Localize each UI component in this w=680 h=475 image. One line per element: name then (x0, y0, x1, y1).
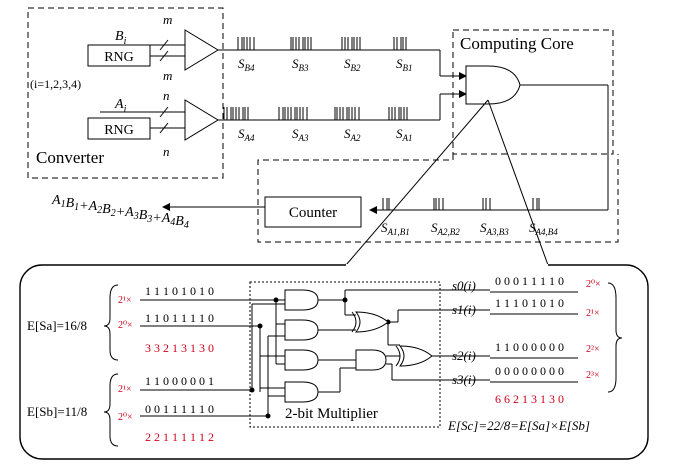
comparator-a (184, 99, 219, 141)
esb-label: E[Sb]=11/8 (27, 404, 87, 419)
xor-gate-1 (354, 311, 389, 333)
sa3-label: SA3 (292, 126, 309, 143)
sb-pulse-train (237, 37, 407, 50)
rng-label-b: RNG (104, 50, 134, 65)
sb2-label: SB2 (344, 56, 361, 73)
and-gate-3 (284, 349, 319, 371)
sb1-label: SB1 (396, 56, 413, 73)
counter-label: Counter (289, 205, 337, 221)
zoom-line-left (345, 99, 489, 266)
s2-bits: 1 1 0 0 0 0 0 0 (495, 340, 564, 354)
computing-core-label: Computing Core (460, 34, 574, 53)
s3-weight: 2³× (586, 370, 600, 381)
s0-bits: 0 0 0 1 1 1 1 0 (495, 274, 564, 288)
xor-gate-2 (398, 345, 433, 367)
output-expression: A1B1+A2B2+A3B3+A4B4 (51, 193, 189, 231)
sab4-label: SA4,B4 (529, 220, 558, 237)
rng-b-slash (159, 50, 169, 62)
sa1-label: SA1 (396, 126, 413, 143)
b-high-bits: 1 1 0 0 0 0 0 1 (145, 374, 214, 388)
brace-a (103, 284, 119, 361)
counter-frame (257, 154, 619, 243)
s3-label: s3(i) (452, 372, 476, 387)
a-bus-width-top: n (163, 88, 170, 103)
xor-gate-1-back (351, 311, 357, 333)
a-bus-slash (159, 106, 169, 118)
sa2-label: SA2 (344, 126, 361, 143)
converter-label: Converter (36, 148, 104, 167)
b-bus-width-top: m (163, 12, 172, 27)
sab2-label: SA2,B2 (431, 220, 460, 237)
a-high-bits: 1 1 1 0 1 0 1 0 (145, 284, 214, 298)
multiplier-wiring (240, 289, 490, 417)
b-bus-width-bottom: m (163, 68, 172, 83)
sa4-label: SA4 (238, 126, 255, 143)
b-input-label: Bi (115, 29, 127, 47)
and-gate-5 (355, 349, 387, 371)
b-high-weight: 2¹× (118, 384, 132, 395)
converter-box (27, 7, 224, 179)
multiplier-box (249, 281, 441, 428)
esc-label: E[Sc]=22/8=E[Sa]×E[Sb] (447, 418, 590, 433)
index-range-label: (i=1,2,3,4) (30, 77, 81, 91)
rng-a-slash (159, 122, 169, 134)
computing-core-box (452, 29, 614, 155)
a-high-weight: 2¹× (118, 295, 132, 306)
xor-gate-2-back (395, 345, 401, 367)
multiplier-gates (284, 289, 433, 403)
sab3-label: SA3,B3 (480, 220, 509, 237)
and-gate-1 (284, 289, 319, 311)
counter-box (264, 196, 362, 228)
rng-label-a: RNG (104, 123, 134, 138)
brace-b (103, 373, 119, 447)
a-bus-width-bottom: n (163, 144, 170, 159)
s2-label: s2(i) (452, 348, 476, 363)
brace-out (607, 282, 623, 393)
a-low-bits: 1 1 0 1 1 1 1 0 (145, 311, 214, 325)
product-pulse-train (382, 198, 540, 210)
sb4-label: SB4 (238, 56, 255, 73)
s1-bits: 1 1 1 0 1 0 1 0 (495, 296, 564, 310)
zoom-line-right (487, 99, 549, 266)
and-gate-2 (284, 319, 319, 341)
and-gate-core (465, 65, 521, 105)
a-input-label: Ai (114, 97, 127, 115)
sa-pulse-train (223, 107, 408, 120)
out-weights: 6 6 2 1 3 1 3 0 (495, 392, 564, 406)
esa-label: E[Sa]=16/8 (27, 318, 87, 333)
b-low-bits: 0 0 1 1 1 1 1 0 (145, 402, 214, 416)
s0-label: s0(i) (452, 278, 476, 293)
s1-label: s1(i) (452, 302, 476, 317)
sab1-label: SA1,B1 (381, 220, 410, 237)
s2-weight: 2²× (586, 344, 600, 355)
b-weights: 2 2 1 1 1 1 1 2 (145, 430, 214, 444)
a-weights: 3 3 2 1 3 1 3 0 (145, 341, 214, 355)
s3-bits: 0 0 0 0 0 0 0 0 (495, 364, 564, 378)
multiplier-label: 2-bit Multiplier (285, 406, 378, 422)
comparator-b (184, 29, 219, 71)
sb3-label: SB3 (292, 56, 309, 73)
s1-weight: 2¹× (586, 308, 600, 319)
a-low-weight: 2⁰× (118, 320, 133, 331)
b-low-weight: 2⁰× (118, 412, 133, 423)
and-gate-4 (284, 381, 319, 403)
detail-pulse-trains (140, 291, 578, 417)
s0-weight: 2⁰× (586, 279, 601, 290)
b-bus-slash (159, 39, 169, 51)
